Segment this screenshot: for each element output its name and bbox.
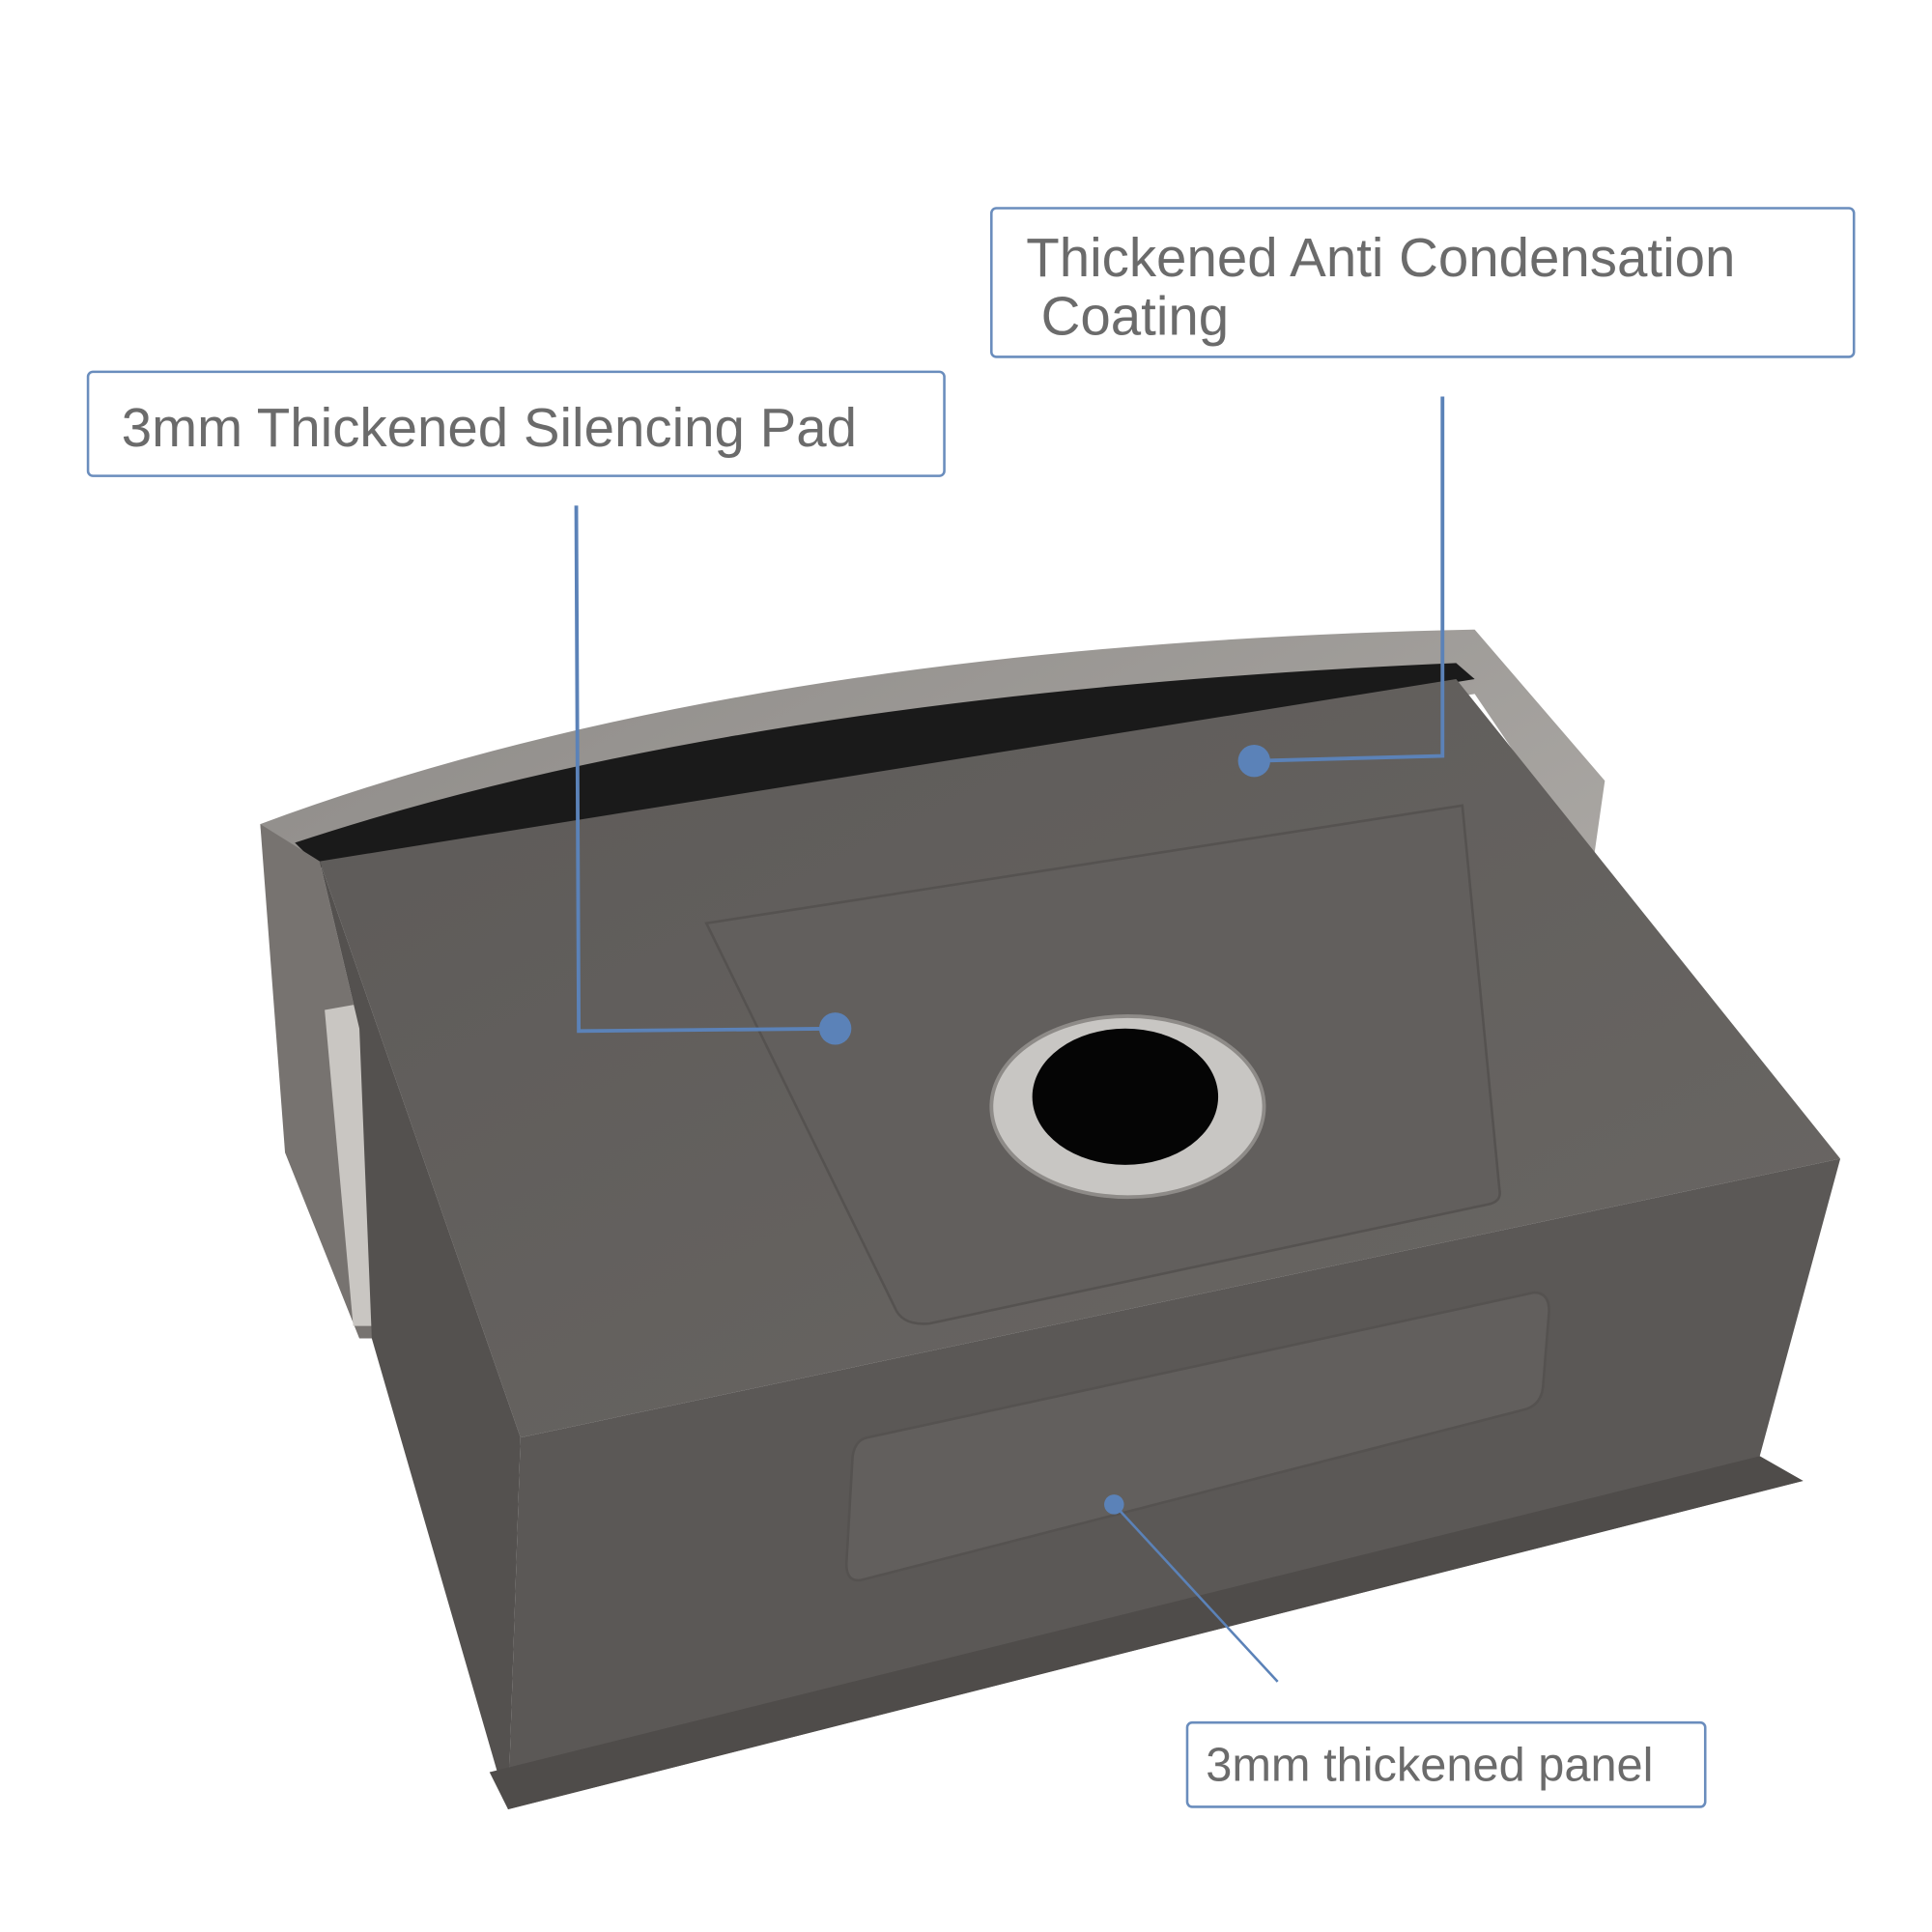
marker-dot-pad	[818, 1012, 852, 1045]
drain-hole-icon	[1032, 1028, 1219, 1165]
leader-line-panel	[1113, 1503, 1279, 1683]
marker-dot-coating	[1237, 745, 1270, 778]
callout-pad-text: 3mm Thickened Silencing Pad	[122, 397, 857, 458]
callout-coating-line1: Thickened Anti Condensation	[1026, 227, 1735, 288]
sink-bottom-flange	[489, 1456, 1804, 1809]
front-panel-pad	[844, 1291, 1550, 1582]
marker-dot-panel	[1104, 1494, 1124, 1515]
callout-coating-line2: Coating	[1041, 285, 1230, 346]
callout-panel-text: 3mm thickened panel	[1206, 1739, 1653, 1791]
callout-box-panel	[1185, 1720, 1707, 1808]
callout-box-coating	[990, 207, 1856, 358]
callout-box-pad	[86, 370, 946, 477]
leader-line-coating	[1254, 396, 1445, 763]
sink-rim-gap	[295, 663, 1475, 868]
leader-line-pad	[574, 505, 835, 1034]
sink-left-edge	[325, 1004, 372, 1326]
sink-side-wall	[319, 861, 521, 1809]
